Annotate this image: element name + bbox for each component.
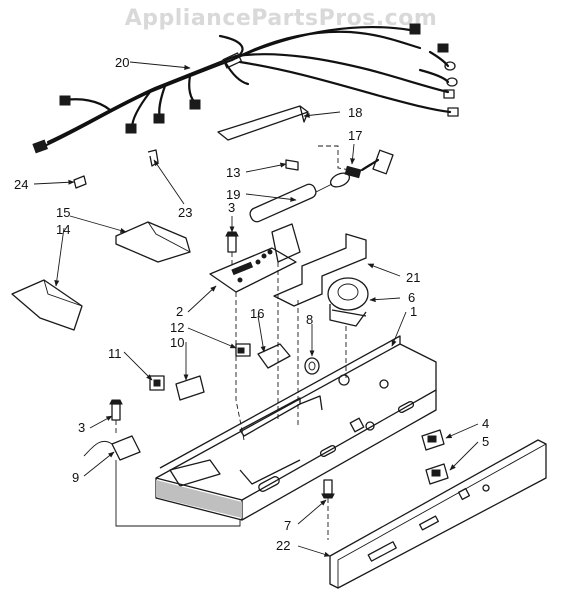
part-15-cover xyxy=(115,221,191,263)
part-6-motor xyxy=(327,277,369,327)
part-14-plate xyxy=(11,279,83,331)
part-8-fitting xyxy=(304,357,320,375)
part-24-clip xyxy=(73,175,87,189)
callout-14: 14 xyxy=(56,222,70,237)
callout-15: 15 xyxy=(56,205,70,220)
part-2-control-board xyxy=(209,223,301,293)
part-18-bracket xyxy=(217,105,309,141)
callout-9: 9 xyxy=(72,470,79,485)
callout-5: 5 xyxy=(482,434,489,449)
callout-21: 21 xyxy=(406,270,420,285)
callout-2: 2 xyxy=(176,304,183,319)
part-7-screw xyxy=(321,479,335,499)
callout-13: 13 xyxy=(226,165,240,180)
assembly-lines xyxy=(115,252,347,540)
wire-harness xyxy=(32,23,459,154)
part-10-pad xyxy=(175,375,205,401)
callout-24: 24 xyxy=(14,177,28,192)
callout-11: 11 xyxy=(108,346,122,361)
callout-19: 19 xyxy=(226,187,240,202)
part-4-switch xyxy=(421,429,445,451)
callout-4: 4 xyxy=(482,416,489,431)
callout-20: 20 xyxy=(115,55,129,70)
part-3-screw-top xyxy=(225,231,239,253)
callout-10: 10 xyxy=(170,335,184,350)
callout-17: 17 xyxy=(348,128,362,143)
part-9-switch xyxy=(83,435,141,461)
part-1-housing xyxy=(155,335,437,521)
callout-labels: 20 18 17 13 19 23 24 15 14 3 2 12 10 16 … xyxy=(14,55,489,553)
callout-1: 1 xyxy=(410,304,417,319)
callout-12: 12 xyxy=(170,320,184,335)
part-11-switch xyxy=(149,375,165,391)
part-12-clip xyxy=(235,343,251,357)
callout-3-lower: 3 xyxy=(78,420,85,435)
part-22-panel xyxy=(329,439,547,589)
part-19-tube xyxy=(249,172,351,223)
part-16-bracket xyxy=(257,343,291,369)
callout-3-top: 3 xyxy=(228,200,235,215)
callout-18: 18 xyxy=(348,105,362,120)
part-3-screw-lower xyxy=(109,399,123,421)
callout-6: 6 xyxy=(408,290,415,305)
part-13-screw xyxy=(285,159,299,171)
leader-lines xyxy=(33,61,479,557)
callout-8: 8 xyxy=(306,312,313,327)
part-5-switch xyxy=(425,463,449,485)
callout-23: 23 xyxy=(178,205,192,220)
callout-22: 22 xyxy=(276,538,290,553)
callout-7: 7 xyxy=(284,518,291,533)
part-17-plug xyxy=(318,145,394,179)
part-21-strip xyxy=(273,233,367,307)
callout-16: 16 xyxy=(250,306,264,321)
